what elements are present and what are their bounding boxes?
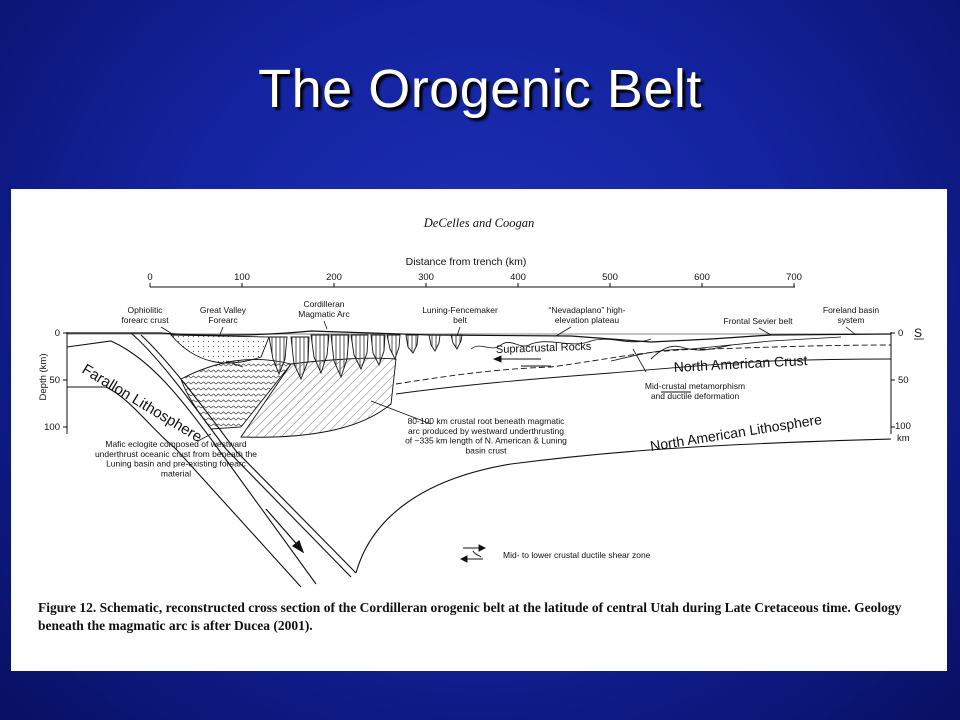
- magmatic-arc-plutons: [268, 334, 401, 381]
- figure-panel: DeCelles and Coogan Distance from trench…: [11, 189, 947, 671]
- depth-tick-label: 100: [895, 421, 911, 432]
- distance-tick-label: 300: [418, 272, 434, 283]
- label-line: belt: [453, 315, 467, 325]
- distance-tick-label: 100: [234, 272, 250, 283]
- label-line: Great Valley: [200, 305, 247, 315]
- depth-tick-label: 0: [898, 328, 903, 339]
- slide-title: The Orogenic Belt: [258, 59, 702, 119]
- label-line: arc produced by westward underthrusting: [408, 426, 564, 436]
- mid-crust-line: [395, 358, 892, 395]
- depth-tick-label: 0: [55, 328, 60, 339]
- distance-tick-labels: 0 100 200 300 400 500 600 700: [147, 272, 802, 283]
- label-nevadaplano: “Nevadaplano” high-elevation plateau: [548, 305, 625, 325]
- depth-tick-label: 50: [49, 375, 60, 386]
- depth-tick-label: km: [897, 433, 910, 444]
- label-line: underthrust oceanic crust from beneath t…: [95, 449, 257, 459]
- label-farallon: Farallon Lithosphere: [79, 361, 205, 446]
- depth-axis-label: Depth (km): [38, 354, 49, 401]
- distance-tick-label: 500: [602, 272, 618, 283]
- farallon-slab: [66, 332, 357, 588]
- figure-caption: Figure 12. Schematic, reconstructed cros…: [38, 600, 902, 633]
- label-line: Magmatic Arc: [298, 309, 350, 319]
- depth-tick-label: 100: [44, 422, 60, 433]
- shear-zone-legend-label: Mid- to lower crustal ductile shear zone: [503, 550, 651, 560]
- label-line: 80-100 km crustal root beneath magmatic: [408, 416, 566, 426]
- label-line: “Nevadaplano” high-: [548, 305, 625, 315]
- label-line: Mid-crustal metamorphism: [645, 381, 745, 391]
- depth-left-ticks: [63, 332, 67, 428]
- shear-zone-legend-symbol: [459, 544, 487, 563]
- label-na-lithosphere: North American Lithosphere: [649, 411, 823, 454]
- label-line: Luning-Fencemaker: [422, 305, 498, 315]
- distance-tick-label: 600: [694, 272, 710, 283]
- running-head: DeCelles and Coogan: [423, 216, 534, 230]
- label-supracrustal: Supracrustal Rocks: [496, 341, 592, 356]
- label-line: Luning basin and pre-existing forearc: [106, 459, 247, 469]
- label-line: Foreland basin: [823, 305, 880, 315]
- label-line: and ductile deformation: [651, 391, 740, 401]
- distance-tick-label: 400: [510, 272, 526, 283]
- label-na-crust: North American Crust: [673, 352, 808, 375]
- label-frontal-sevier: Frontal Sevier belt: [724, 316, 794, 326]
- crust-base: [395, 344, 892, 385]
- depth-tick-label: 50: [898, 375, 909, 386]
- shear-arrows: [492, 355, 691, 393]
- depth-left-tick-labels: 0 50 100: [44, 328, 60, 433]
- label-line: of ~335 km length of N. American & Lunin…: [405, 436, 567, 446]
- distance-axis-ticks: [149, 283, 795, 287]
- distance-axis-label: Distance from trench (km): [406, 256, 527, 268]
- label-line: Forearc: [208, 315, 238, 325]
- slab-arrow: [265, 508, 305, 554]
- sea-level-symbol: S: [914, 326, 922, 340]
- distance-tick-label: 700: [786, 272, 802, 283]
- label-line: material: [161, 468, 191, 478]
- body-leader-lines: [197, 348, 647, 442]
- label-line: Mafic eclogite composed of westward: [105, 439, 247, 449]
- distance-tick-label: 0: [147, 272, 152, 283]
- forearc-basin: [169, 334, 270, 364]
- label-line: Cordilleran: [303, 299, 344, 309]
- label-line: elevation plateau: [555, 315, 620, 325]
- label-line: forearc crust: [121, 315, 169, 325]
- distance-tick-label: 200: [326, 272, 342, 283]
- luning-plutons: [405, 334, 463, 354]
- supracrustal-folds: [470, 338, 652, 350]
- lithosphere-base: [355, 438, 892, 574]
- label-line: system: [838, 315, 865, 325]
- label-line: basin crust: [465, 445, 507, 455]
- label-line: Ophiolitic: [128, 305, 164, 315]
- depth-right-tick-labels: 0 50 100 km: [895, 328, 911, 444]
- depth-right-ticks: [891, 332, 895, 428]
- cross-section-diagram: DeCelles and Coogan Distance from trench…: [38, 216, 924, 588]
